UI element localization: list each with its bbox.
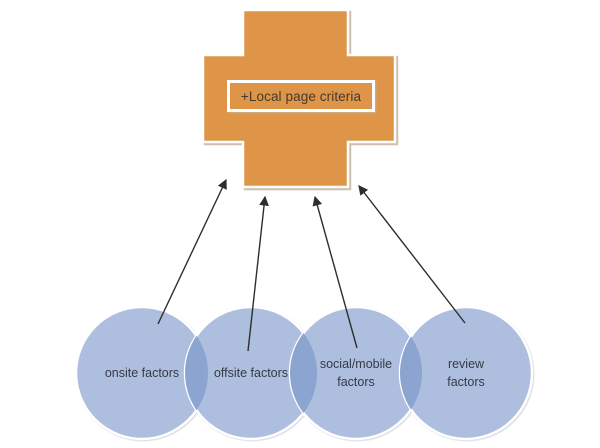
overlap-lens-2-3 bbox=[289, 333, 318, 413]
overlap-lens-1-2 bbox=[185, 335, 208, 411]
connector-arrows-group bbox=[157, 178, 466, 352]
arrow-onsite-to-cross bbox=[157, 178, 227, 325]
overlap-lens-3-4 bbox=[399, 336, 423, 410]
factor-circles-group bbox=[74, 305, 534, 441]
local-page-criteria-label: +Local page criteria bbox=[240, 88, 362, 104]
arrow-social-to-cross bbox=[312, 195, 358, 349]
review-factors-label: review factors bbox=[447, 357, 485, 389]
social-mobile-factors-label: social/mobile factors bbox=[319, 357, 393, 389]
arrow-offsite-to-cross bbox=[247, 195, 269, 352]
offsite-factors-label: offsite factors bbox=[213, 366, 289, 380]
onsite-factors-label: onsite factors bbox=[104, 366, 180, 380]
local-page-criteria-box: +Local page criteria bbox=[227, 80, 375, 112]
arrow-review-to-cross bbox=[358, 185, 466, 324]
